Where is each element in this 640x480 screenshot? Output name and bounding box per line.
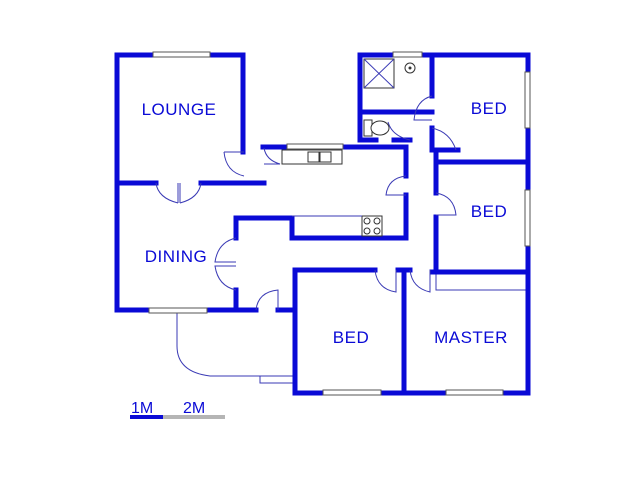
windows [148, 51, 531, 396]
shower-icon [363, 58, 395, 89]
sink-icon [281, 149, 343, 165]
room-label-bed-top: BED [471, 99, 507, 118]
scale-label-2m: 2M [183, 400, 205, 417]
basin-icon [404, 62, 416, 74]
room-label-bed-middle: BED [471, 202, 507, 221]
patio-outline [176, 272, 528, 384]
room-label-bed-bottom: BED [333, 328, 369, 347]
room-label-master: MASTER [434, 328, 508, 347]
scale-bar: 1M 2M [130, 400, 225, 419]
room-label-lounge: LOUNGE [142, 100, 217, 119]
toilet-icon [363, 119, 390, 137]
scale-label-1m: 1M [131, 400, 153, 417]
door-swings [155, 95, 457, 311]
room-label-dining: DINING [145, 247, 208, 266]
stove-icon [361, 215, 383, 237]
